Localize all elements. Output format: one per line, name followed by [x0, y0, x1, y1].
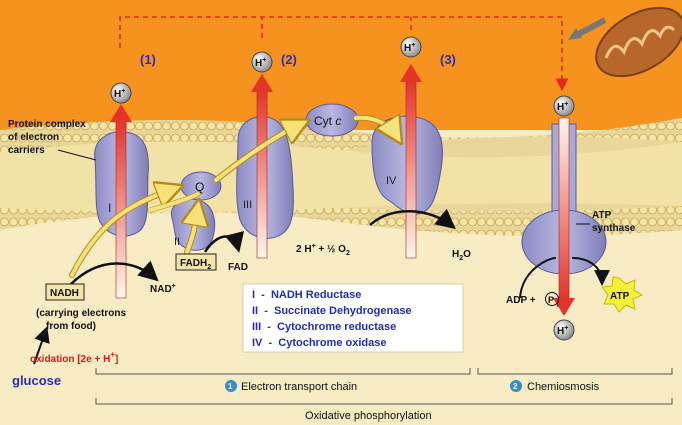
atp-burst-icon: [601, 276, 644, 313]
svg-text:H+: H+: [255, 57, 266, 69]
proton-ball-2: H+: [251, 51, 273, 73]
atp-synthase-label-line1: ATP: [592, 210, 612, 221]
proton-pump-arrow-iii: [251, 74, 273, 259]
etc-bracket: [95, 368, 471, 375]
glucose-arrow: [33, 326, 50, 365]
legend-item-iv: IV - Cytochrome oxidase: [252, 337, 386, 349]
svg-text:H+: H+: [404, 42, 415, 54]
protein-complex-pointer: [57, 149, 97, 161]
glucose-label: glucose: [12, 373, 61, 388]
oxygen-reaction-label: 2 H+ + ½ O2: [296, 243, 350, 257]
complex-i-label: I: [108, 201, 111, 215]
oxidation-label: oxidation [2e + H+]: [30, 350, 118, 365]
nad-plus-label: NAD+: [150, 283, 176, 295]
atp-synthase-proton-arrow: [553, 117, 575, 316]
svg-text:H+: H+: [114, 88, 125, 100]
atp-product-label: ATP: [610, 291, 630, 302]
phosphate-label: Pi: [548, 295, 559, 309]
oxphos-bracket: [95, 398, 673, 405]
legend-item-iii: III - Cytochrome reductase: [252, 321, 396, 333]
step-label-3: (3): [440, 52, 456, 67]
phosphate-circle: [545, 292, 559, 306]
proton-ball-synthase-bottom: H+: [553, 319, 575, 341]
svg-text:of electron: of electron: [8, 132, 59, 143]
etc-step-number: 1: [228, 382, 233, 391]
proton-ball-1: H+: [110, 82, 132, 104]
legend-item-i: I - NADH Reductase: [252, 289, 361, 301]
proton-pump-arrow-iv: [400, 64, 422, 259]
atp-synthase-label-line2: synthase: [592, 223, 636, 234]
electron-path: [69, 118, 398, 278]
svg-text:Protein complex: Protein complex: [8, 119, 86, 130]
etc-bracket-label: Electron transport chain: [241, 381, 357, 393]
complex-ii-label: II: [174, 236, 180, 248]
legend-item-ii: II - Succinate Dehydrogenase: [252, 305, 412, 317]
complex-iv-label: IV: [386, 175, 397, 187]
cytochrome-c-label: Cyt c: [314, 114, 341, 128]
carrying-electrons-line2: from food): [46, 321, 96, 332]
etc-step-badge: [225, 380, 237, 392]
water-label: H2O: [452, 249, 471, 262]
nadh-box: [45, 283, 85, 301]
proton-return-path: [119, 16, 569, 92]
complex-iii-label: III: [243, 199, 252, 211]
ubiquinone-label: Q: [195, 180, 204, 194]
fad-label: FAD: [228, 262, 248, 273]
svg-text:carriers: carriers: [8, 145, 45, 156]
chemiosmosis-step-number: 2: [513, 382, 518, 391]
step-label-1: (1): [140, 52, 156, 67]
atp-formation-arrow: [571, 257, 610, 286]
svg-text:H+: H+: [557, 325, 568, 337]
protein-complex-label: Protein complex of electron carriers: [8, 119, 86, 156]
step-label-2: (2): [281, 52, 297, 67]
mitochondrion-icon: [568, 6, 682, 78]
water-formation-arrow: [369, 208, 456, 230]
svg-text:H+: H+: [557, 101, 568, 113]
adp-label: ADP +: [506, 295, 536, 306]
chemiosmosis-bracket-label: Chemiosmosis: [527, 381, 600, 393]
chemiosmosis-step-badge: [510, 380, 522, 392]
fadh2-label: FADH2: [180, 258, 211, 271]
fadh2-oxidation-arrow: [203, 231, 245, 253]
carrying-electrons-line1: (carrying electrons: [36, 308, 126, 319]
nadh-oxidation-arrow: [69, 260, 159, 286]
chemiosmosis-bracket: [477, 368, 673, 375]
proton-ball-synthase-top: H+: [553, 95, 575, 117]
fadh2-box: [175, 253, 217, 271]
nadh-label: NADH: [50, 288, 79, 299]
proton-ball-3: H+: [400, 36, 422, 58]
oxphos-bracket-label: Oxidative phosphorylation: [305, 410, 432, 422]
legend-box: [242, 283, 464, 353]
